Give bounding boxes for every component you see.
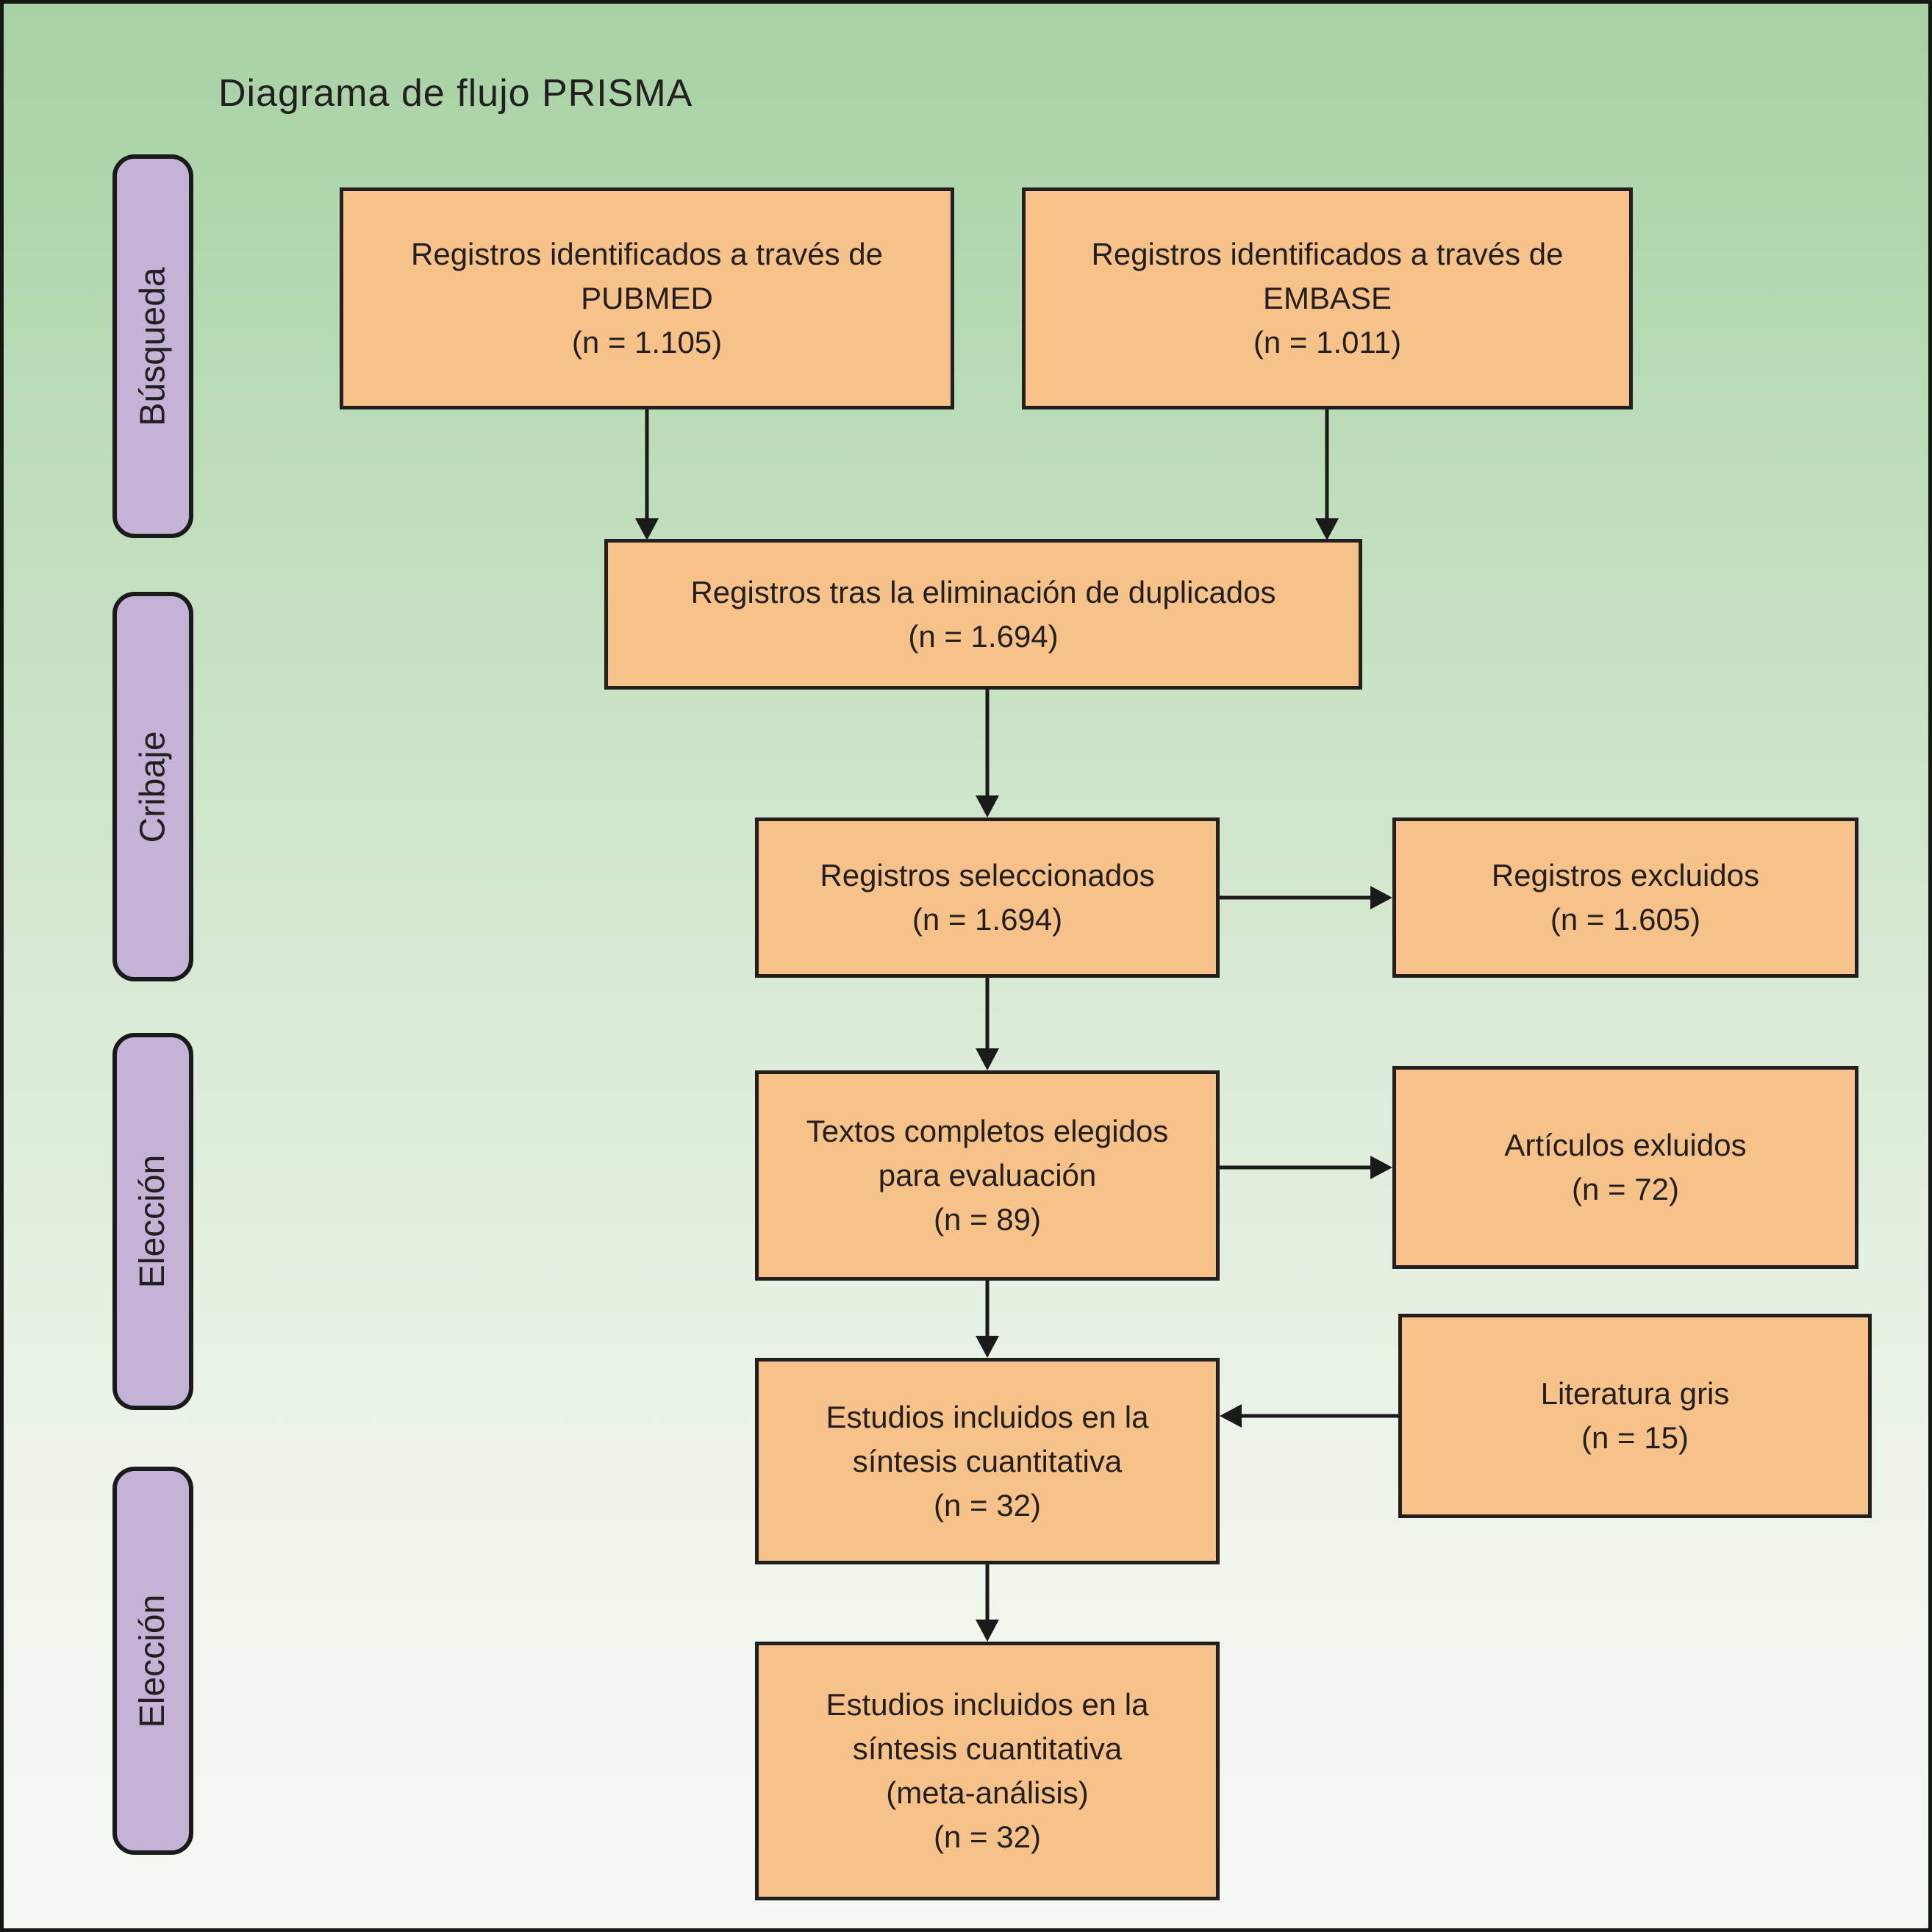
- stage-label-text: Elección: [133, 1154, 173, 1289]
- flow-box-pubmed: Registros identificados a través de PUBM…: [340, 187, 954, 409]
- flow-box-quantitative-synthesis: Estudios incluidos en la síntesis cuanti…: [755, 1358, 1220, 1564]
- flow-box-grey-literature: Literatura gris (n = 15): [1398, 1314, 1872, 1518]
- flow-box-text-line: Registros identificados a través de: [411, 237, 883, 271]
- stage-label-busqueda: Búsqueda: [112, 154, 193, 538]
- flow-box-text-line: Estudios incluidos en la: [826, 1687, 1149, 1722]
- stage-label-text: Elección: [133, 1594, 173, 1728]
- stage-label-cribaje: Cribaje: [112, 592, 193, 981]
- flow-box-text-line: (n = 89): [934, 1202, 1041, 1237]
- flow-box-text-line: (n = 1.011): [1253, 325, 1402, 359]
- flow-box-text-line: Artículos exluidos: [1504, 1128, 1747, 1162]
- arrow-embase-to-duplicates: [1315, 409, 1339, 540]
- flow-box-text-line: Textos completos elegidos: [806, 1114, 1169, 1148]
- flow-box-fulltext-assessed: Textos completos elegidos para evaluació…: [755, 1070, 1220, 1281]
- stage-label-eleccion-1: Elección: [112, 1033, 193, 1410]
- flow-box-text-line: (n = 32): [934, 1820, 1041, 1854]
- flow-box-text-line: síntesis cuantitativa: [852, 1443, 1123, 1478]
- flow-box-text-line: (n = 1.694): [912, 902, 1063, 937]
- stage-label-text: Búsqueda: [133, 266, 173, 426]
- flow-box-text-line: EMBASE: [1262, 281, 1392, 315]
- arrow-pubmed-to-duplicates: [635, 409, 659, 540]
- flow-box-text-line: Registros identificados a través de: [1091, 237, 1564, 271]
- flow-box-records-excluded: Registros excluidos (n = 1.605): [1392, 817, 1858, 978]
- flow-box-text-line: (n = 1.105): [571, 325, 723, 359]
- arrow-screened-to-fulltext: [976, 978, 999, 1070]
- arrow-grey-literature-to-quantitative: [1220, 1404, 1398, 1428]
- arrow-screened-to-records-excluded: [1220, 886, 1392, 909]
- flow-box-text-line: (n = 1.605): [1550, 902, 1701, 937]
- flow-box-articles-excluded: Artículos exluidos (n = 72): [1392, 1066, 1858, 1269]
- flow-box-text-line: Registros tras la eliminación de duplica…: [690, 574, 1276, 609]
- diagram-title: Diagrama de flujo PRISMA: [218, 72, 693, 115]
- flow-box-text-line: Literatura gris: [1540, 1376, 1730, 1411]
- flow-box-records-screened: Registros seleccionados (n = 1.694): [755, 817, 1220, 978]
- flow-box-text-line: (n = 32): [934, 1487, 1041, 1523]
- flow-box-text-line: Registros excluidos: [1491, 858, 1760, 892]
- arrow-quantitative-to-meta-analysis: [976, 1564, 999, 1642]
- flow-box-text-line: para evaluación: [878, 1158, 1097, 1192]
- flow-box-text-line: (meta-análisis): [886, 1775, 1089, 1810]
- flow-box-duplicates-removed: Registros tras la eliminación de duplica…: [604, 539, 1362, 690]
- flow-box-text-line: PUBMED: [581, 281, 713, 315]
- stage-label-text: Cribaje: [133, 730, 173, 843]
- flow-box-text-line: (n = 15): [1581, 1420, 1689, 1455]
- flow-box-text-line: síntesis cuantitativa: [852, 1731, 1123, 1766]
- arrow-duplicates-to-screened: [976, 690, 999, 817]
- flow-box-text-line: (n = 72): [1572, 1172, 1679, 1206]
- stage-label-eleccion-2: Elección: [112, 1467, 193, 1855]
- flow-box-text-line: (n = 1.694): [908, 618, 1059, 654]
- flow-box-text-line: Estudios incluidos en la: [826, 1399, 1149, 1434]
- arrow-fulltext-to-articles-excluded: [1220, 1156, 1392, 1179]
- flow-box-text-line: Registros seleccionados: [820, 858, 1155, 892]
- flow-box-meta-analysis: Estudios incluidos en la síntesis cuanti…: [755, 1642, 1220, 1900]
- flow-box-embase: Registros identificados a través de EMBA…: [1022, 187, 1633, 409]
- arrow-fulltext-to-quantitative: [976, 1281, 999, 1358]
